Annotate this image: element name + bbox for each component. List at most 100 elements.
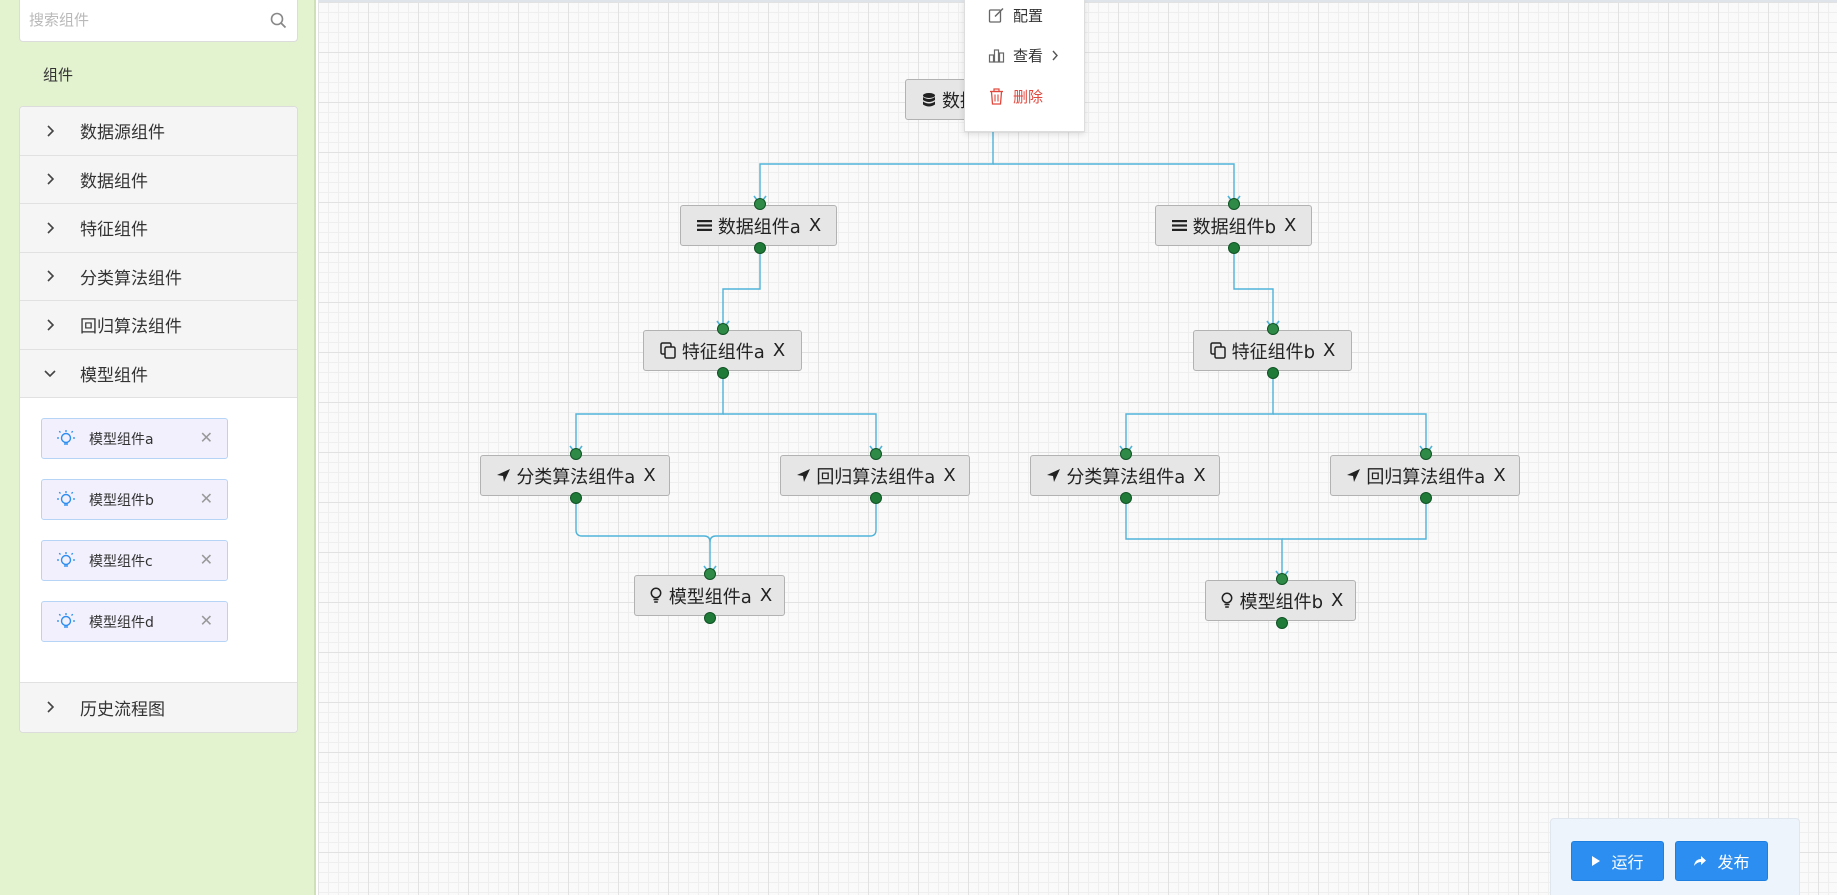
node-close[interactable]: X — [808, 215, 822, 236]
chevron-right-icon — [20, 270, 80, 282]
list-icon — [696, 217, 714, 235]
node-close[interactable]: X — [759, 585, 773, 606]
model-section-panel: 模型组件a ✕ 模型组件b ✕ 模型组件c ✕ 模型组件d ✕ — [20, 398, 297, 683]
node-input-port[interactable] — [1420, 448, 1432, 460]
location-arrow-icon — [494, 467, 512, 485]
section-classification[interactable]: 分类算法组件 — [20, 252, 297, 301]
node-output-port[interactable] — [1276, 617, 1288, 629]
chevron-right-icon — [20, 222, 80, 234]
node-label: 回归算法组件a — [1366, 466, 1486, 488]
menu-item-label: 配置 — [1013, 6, 1044, 25]
model-chip[interactable]: 模型组件d ✕ — [41, 601, 228, 642]
node-input-port[interactable] — [1267, 323, 1279, 335]
chip-label: 模型组件a — [89, 431, 154, 448]
section-label: 数据源组件 — [80, 123, 165, 144]
section-label: 特征组件 — [80, 220, 148, 241]
section-model[interactable]: 模型组件 — [20, 349, 297, 398]
copy-icon — [660, 342, 678, 360]
node-input-port[interactable] — [1228, 198, 1240, 210]
flow-node-classification-a[interactable]: 分类算法组件a X — [480, 455, 670, 496]
close-icon[interactable]: ✕ — [199, 550, 213, 569]
location-arrow-icon — [794, 467, 812, 485]
node-label: 模型组件b — [1239, 591, 1324, 613]
section-label: 历史流程图 — [80, 699, 165, 720]
chevron-down-icon — [20, 368, 80, 378]
close-icon[interactable]: ✕ — [199, 428, 213, 447]
node-input-port[interactable] — [570, 448, 582, 460]
section-feature[interactable]: 特征组件 — [20, 204, 297, 253]
node-output-port[interactable] — [1267, 367, 1279, 379]
node-close[interactable]: X — [1323, 340, 1336, 361]
section-regression[interactable]: 回归算法组件 — [20, 301, 297, 350]
chip-label: 模型组件b — [89, 492, 154, 509]
node-output-port[interactable] — [570, 492, 582, 504]
chevron-right-icon — [1051, 50, 1059, 61]
flow-node-feature-a[interactable]: 特征组件a X — [643, 330, 802, 371]
node-output-port[interactable] — [1420, 492, 1432, 504]
node-label: 数据组件a — [717, 216, 801, 238]
lightbulb-icon — [56, 490, 76, 510]
lightbulb-icon — [56, 429, 76, 449]
search-input[interactable] — [29, 11, 259, 29]
node-output-port[interactable] — [717, 367, 729, 379]
menu-item-delete[interactable]: 删除 — [987, 86, 1043, 106]
node-close[interactable]: X — [772, 340, 786, 361]
node-output-port[interactable] — [1228, 242, 1240, 254]
flow-node-regression-a2[interactable]: 回归算法组件a X — [1330, 455, 1520, 496]
node-output-port[interactable] — [1120, 492, 1132, 504]
components-heading: 组件 — [43, 66, 74, 84]
close-icon[interactable]: ✕ — [199, 611, 213, 630]
flow-node-model-a[interactable]: 模型组件a X — [634, 575, 785, 616]
node-input-port[interactable] — [717, 323, 729, 335]
lightbulb-icon — [56, 612, 76, 632]
model-chip[interactable]: 模型组件b ✕ — [41, 479, 228, 520]
close-icon[interactable]: ✕ — [199, 489, 213, 508]
flow-node-data-b[interactable]: 数据组件b X — [1155, 205, 1312, 246]
section-label: 模型组件 — [80, 365, 148, 386]
section-history[interactable]: 历史流程图 — [20, 683, 297, 732]
menu-item-configure[interactable]: 配置 — [987, 5, 1043, 25]
node-label: 分类算法组件a — [1066, 466, 1186, 488]
node-close[interactable]: X — [1493, 465, 1506, 486]
node-input-port[interactable] — [704, 568, 716, 580]
node-input-port[interactable] — [870, 448, 882, 460]
component-accordion: 数据源组件 数据组件 特征组件 分类算法组件 回归算法组件 模型组件 模型组件a… — [19, 106, 298, 733]
node-close[interactable]: X — [1331, 590, 1344, 611]
publish-label: 发布 — [1717, 853, 1750, 872]
node-close[interactable]: X — [643, 465, 656, 486]
flow-node-data-a[interactable]: 数据组件a X — [680, 205, 837, 246]
component-sidebar: 组件 数据源组件 数据组件 特征组件 分类算法组件 回归算法组件 模型组件 — [0, 0, 316, 895]
menu-item-view[interactable]: 查看 — [987, 45, 1059, 65]
node-close[interactable]: X — [943, 465, 956, 486]
node-input-port[interactable] — [754, 198, 766, 210]
flow-node-feature-b[interactable]: 特征组件b X — [1193, 330, 1352, 371]
menu-item-label: 删除 — [1013, 87, 1044, 106]
model-chip[interactable]: 模型组件c ✕ — [41, 540, 228, 581]
list-icon — [1171, 217, 1189, 235]
search-icon[interactable] — [270, 12, 287, 33]
location-arrow-icon — [1044, 467, 1062, 485]
node-close[interactable]: X — [1284, 215, 1297, 236]
flow-canvas[interactable] — [318, 0, 1837, 895]
publish-button[interactable]: 发布 — [1675, 841, 1768, 881]
node-output-port[interactable] — [704, 612, 716, 624]
section-datasource[interactable]: 数据源组件 — [20, 107, 297, 156]
menu-item-label: 查看 — [1013, 46, 1044, 65]
copy-icon — [1210, 342, 1228, 360]
section-data[interactable]: 数据组件 — [20, 155, 297, 204]
node-input-port[interactable] — [1120, 448, 1132, 460]
node-output-port[interactable] — [754, 242, 766, 254]
flow-node-regression-a[interactable]: 回归算法组件a X — [780, 455, 970, 496]
model-chip[interactable]: 模型组件a ✕ — [41, 418, 228, 459]
search-box — [19, 0, 298, 42]
run-button[interactable]: 运行 — [1571, 841, 1664, 881]
node-input-port[interactable] — [1276, 573, 1288, 585]
database-icon — [920, 91, 938, 109]
node-output-port[interactable] — [870, 492, 882, 504]
node-close[interactable]: X — [1193, 465, 1206, 486]
trash-icon — [987, 87, 1005, 105]
flow-node-model-b[interactable]: 模型组件b X — [1205, 580, 1356, 621]
flow-node-classification-a2[interactable]: 分类算法组件a X — [1030, 455, 1220, 496]
share-icon — [1693, 855, 1707, 867]
chevron-right-icon — [20, 319, 80, 331]
